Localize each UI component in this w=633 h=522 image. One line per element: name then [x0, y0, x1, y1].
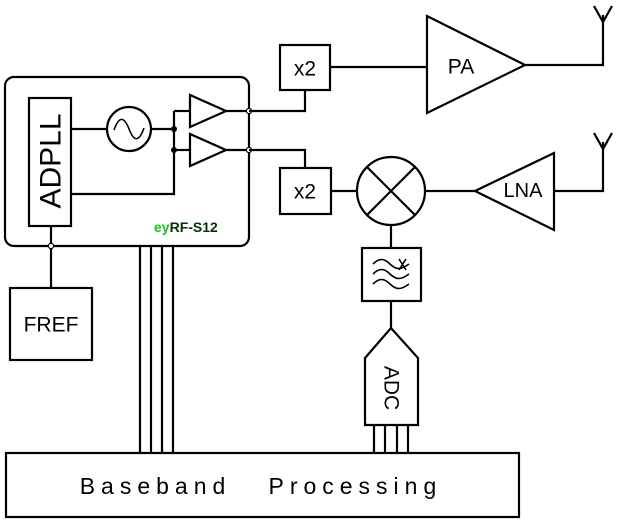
- adc-label: ADC: [380, 366, 403, 410]
- baseband-label: Baseband Processing: [80, 473, 443, 499]
- pa-label: PA: [448, 56, 474, 79]
- rx-doubler-label: x2: [294, 181, 316, 204]
- chip-pin: [47, 242, 55, 250]
- pa-block: [425, 14, 528, 115]
- rx-lo-wire: [249, 148, 307, 168]
- tx-doubler-block: [278, 43, 332, 92]
- lna-to-antenna-wire: [554, 142, 605, 193]
- fref-label: FREF: [24, 314, 79, 337]
- chip-brand-label: eyRF-S12: [154, 219, 218, 235]
- antenna-icon: [593, 132, 613, 152]
- feedback-wire: [71, 150, 176, 196]
- tx-lo-wire: [249, 90, 307, 113]
- oscillator-icon: [105, 105, 153, 153]
- pa-to-antenna-wire: [525, 15, 605, 67]
- mixer-icon: [355, 155, 427, 227]
- fref-block: [8, 286, 94, 362]
- tx-doubler-label: x2: [294, 58, 316, 81]
- buffer-amplifier-icon: [188, 132, 229, 168]
- junction-dot: [171, 147, 177, 153]
- adpll-label: ADPLL: [35, 113, 68, 208]
- filter-icon: [372, 258, 410, 290]
- buffer-amplifier-icon: [188, 93, 229, 129]
- adc-bus: [372, 425, 410, 453]
- rx-doubler-block: [278, 166, 333, 216]
- antenna-icon: [593, 5, 613, 25]
- lna-label: LNA: [504, 180, 544, 202]
- chip-brand-suffix: RF-S12: [170, 219, 218, 235]
- adpll-block: [27, 96, 73, 228]
- adc-block: [363, 326, 420, 427]
- baseband-block: [4, 451, 521, 519]
- chip-brand-prefix: ey: [154, 219, 170, 235]
- chip-bus: [138, 246, 175, 453]
- junction-dot: [171, 126, 177, 132]
